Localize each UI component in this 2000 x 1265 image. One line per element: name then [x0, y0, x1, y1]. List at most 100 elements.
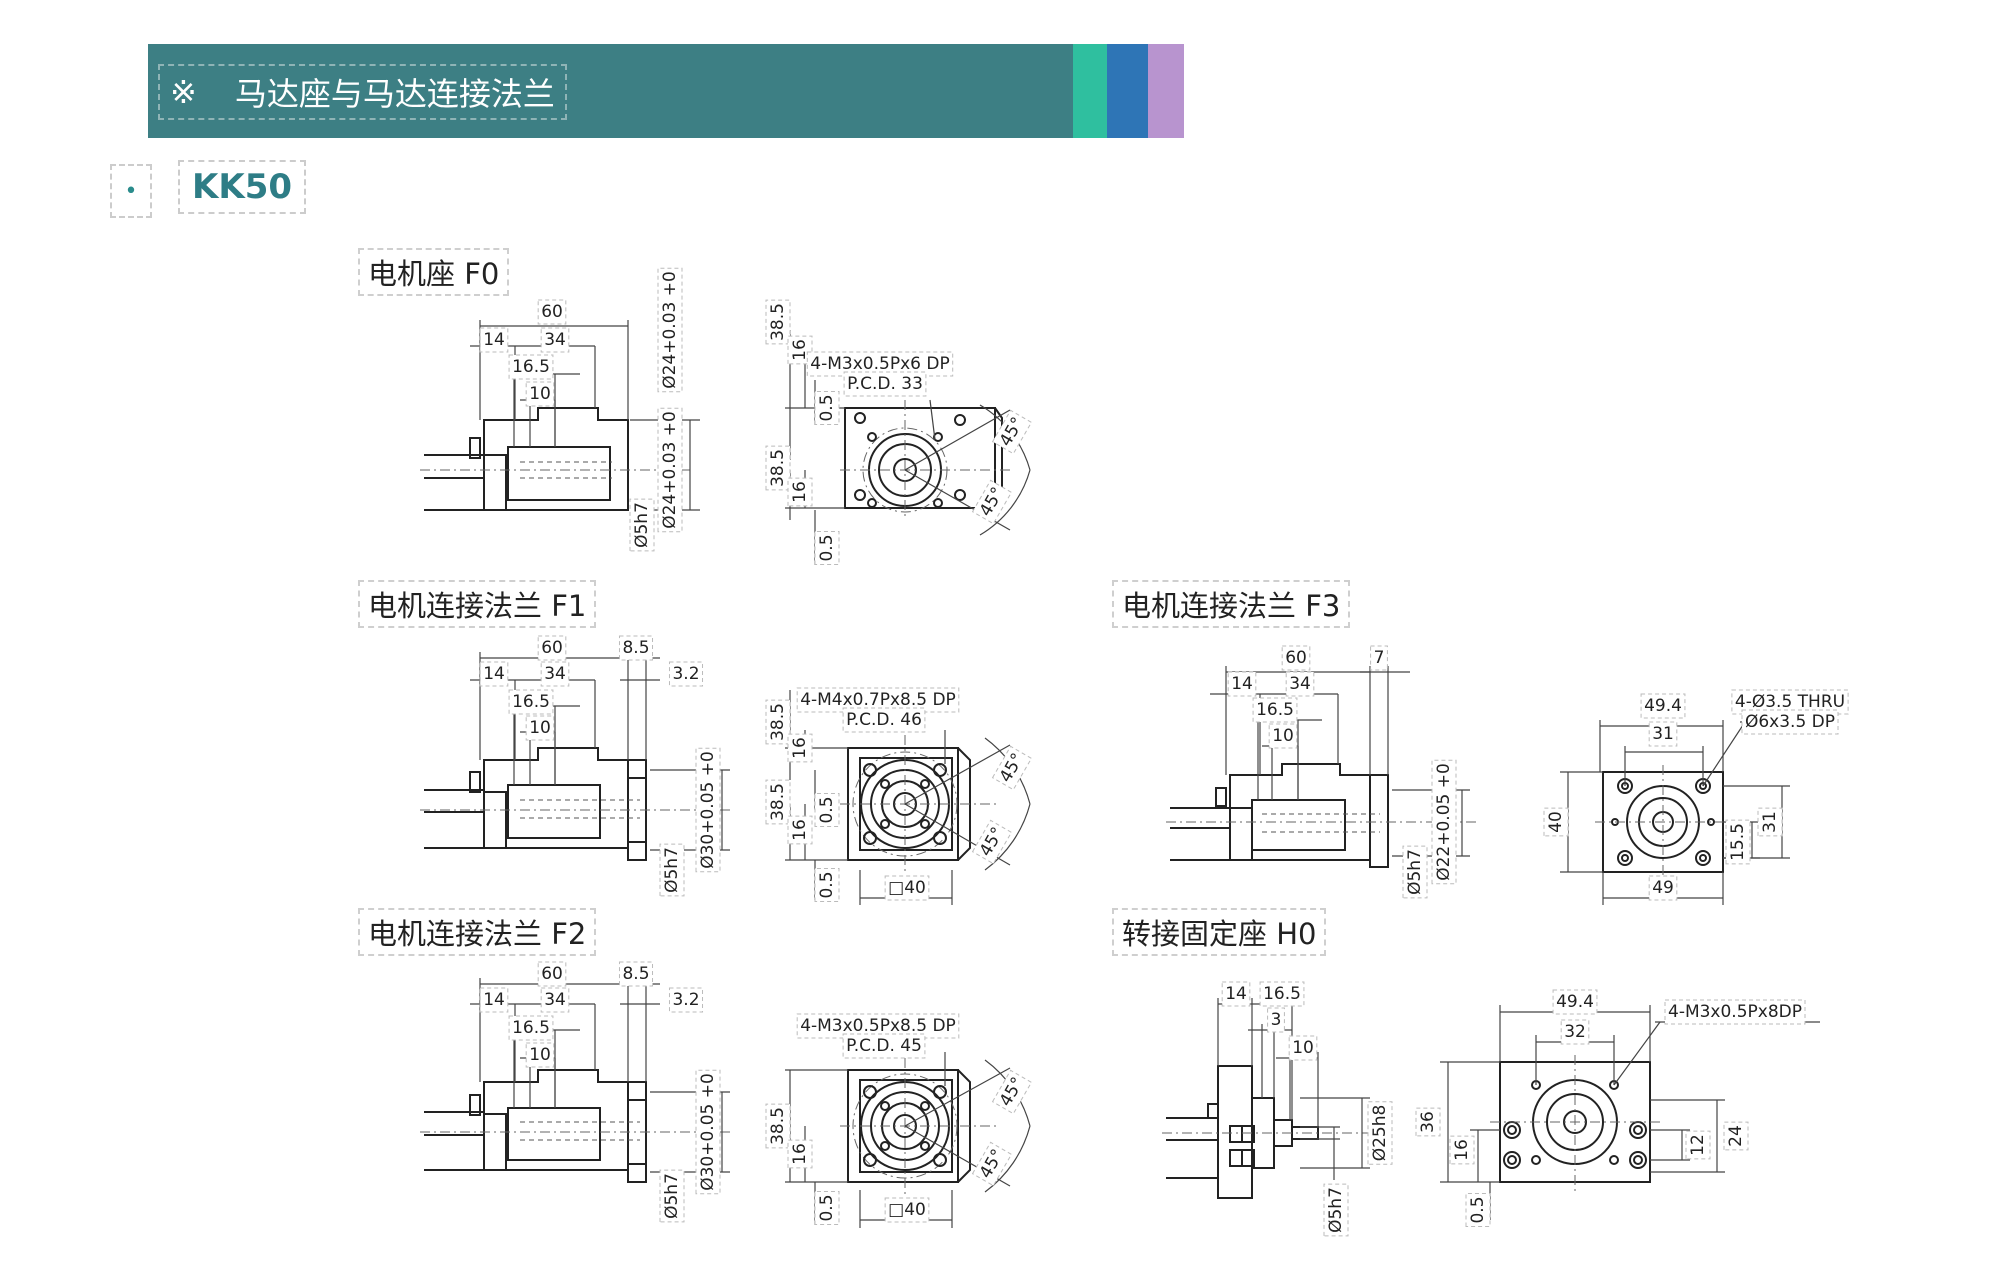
dimension-label: 0.5 [815, 531, 839, 564]
dimension-text: P.C.D. 45 [846, 1036, 922, 1056]
dimension-label: 38.5 [766, 1104, 790, 1148]
dimension-text: 14 [483, 664, 505, 684]
dimension-text: 16 [790, 1143, 810, 1165]
dimension-label: Ø5h7 [660, 844, 684, 896]
dimension-box [844, 372, 926, 396]
h0-front-view [1440, 1005, 1820, 1220]
dimension-text: 15.5 [1728, 823, 1748, 861]
dimension-box [973, 820, 1012, 863]
dimension-label: 3.2 [669, 662, 702, 686]
dimension-text: 0.5 [817, 871, 837, 898]
dimension-box [509, 355, 553, 379]
dimension-box [885, 1198, 929, 1222]
dimension-box [619, 636, 652, 660]
dimension-label: 16 [1450, 1136, 1474, 1164]
banner-title: 马达座与马达连接法兰 [234, 75, 555, 113]
dimension-text: Ø30+0.05 +0 [698, 1073, 718, 1191]
dimension-text: 40 [1546, 811, 1566, 833]
dimension-label: 4-M3x0.5Px6 DP [807, 352, 952, 376]
dimension-box [538, 962, 566, 986]
dimension-label: 38.5 [766, 300, 790, 344]
dimension-label: 10 [526, 1043, 554, 1067]
dimension-box [541, 988, 569, 1012]
dimension-label: 38.5 [766, 780, 790, 824]
dimension-label: 60 [538, 636, 566, 660]
dimension-text: 34 [544, 990, 566, 1010]
dimension-label: 16 [788, 478, 812, 506]
dimension-text: 24 [1726, 1125, 1746, 1147]
dimension-label: 16.5 [1253, 698, 1297, 722]
dimension-text: 16 [1452, 1139, 1472, 1161]
dimension-label: 36 [1416, 1108, 1440, 1136]
dimension-box [1726, 820, 1750, 864]
dimension-label: Ø5h7 [630, 499, 654, 551]
dimension-label: 38.5 [766, 446, 790, 490]
dimension-box [993, 410, 1032, 453]
dimension-box [696, 1070, 720, 1194]
dimension-label: 16 [788, 816, 812, 844]
dimension-label: 60 [1282, 646, 1310, 670]
dimension-label: 16.5 [509, 355, 553, 379]
dimension-box [766, 446, 790, 490]
dimension-box [1253, 698, 1297, 722]
dimension-label: 15.5 [1726, 820, 1750, 864]
dimension-text: 10 [529, 384, 551, 404]
dimension-box [1268, 1008, 1285, 1032]
dimension-label: Ø22+0.05 +0 [1432, 760, 1456, 884]
dimension-text: □40 [888, 1200, 926, 1220]
dimension-text: 34 [544, 664, 566, 684]
dimension-label: 16 [788, 1140, 812, 1168]
accent-band-green [1073, 44, 1107, 138]
dimension-label: 16 [788, 336, 812, 364]
dimension-box [669, 988, 702, 1012]
dimension-text: 4-M4x0.7Px8.5 DP [800, 690, 956, 710]
dimension-label: 49 [1649, 876, 1677, 900]
dimension-box [843, 708, 925, 732]
dimension-box [480, 988, 508, 1012]
dimension-label: 31 [1758, 808, 1782, 836]
dimension-text: 60 [1285, 648, 1307, 668]
dimension-text: 14 [1225, 984, 1247, 1004]
dimension-label: 34 [541, 662, 569, 686]
dimension-box [1289, 1036, 1317, 1060]
dimension-box [509, 690, 553, 714]
dimension-text: 38.5 [768, 783, 788, 821]
dimension-text: 32 [1564, 1022, 1586, 1042]
dimension-box [1450, 1136, 1474, 1164]
dimension-box [526, 382, 554, 406]
section-title-f3: 电机连接法兰 F3 [1112, 580, 1351, 628]
dimension-text: P.C.D. 46 [846, 710, 922, 730]
dimension-box [885, 876, 929, 900]
dimension-text: Ø5h7 [1326, 1187, 1346, 1233]
dimension-label: 0.5 [815, 868, 839, 901]
reference-mark: ※ [170, 73, 197, 111]
dimension-text: 0.5 [1468, 1196, 1488, 1223]
dimension-text: 3 [1271, 1010, 1282, 1030]
dimension-text: 16.5 [1263, 984, 1301, 1004]
dimension-text: 49.4 [1644, 696, 1682, 716]
dimension-box [1286, 672, 1314, 696]
dimension-label: P.C.D. 33 [844, 372, 926, 396]
dimension-text: 0.5 [817, 394, 837, 421]
dimension-box [1403, 846, 1427, 898]
dimension-box [815, 868, 839, 901]
dimension-box [1368, 1102, 1392, 1165]
dimension-label: 45° [993, 746, 1032, 789]
dimension-text: Ø5h7 [632, 502, 652, 548]
dimension-box [1561, 1020, 1589, 1044]
dimension-text: Ø24+0.03 +0 [660, 271, 680, 389]
section-title-f1: 电机连接法兰 F1 [358, 580, 597, 628]
dimension-label: Ø24+0.03 +0 [658, 268, 682, 392]
dimension-label: 14 [1222, 982, 1250, 1006]
dimension-box [1416, 1108, 1440, 1136]
dimension-label: 12 [1686, 1131, 1710, 1159]
dimension-box [1269, 724, 1297, 748]
dimension-label: Ø5h7 [1324, 1184, 1348, 1236]
dimension-label: 0.5 [815, 391, 839, 424]
dimension-box [696, 748, 720, 872]
dimension-label: P.C.D. 46 [843, 708, 925, 732]
dimension-label: 49.4 [1553, 990, 1597, 1014]
dimension-text: 34 [544, 330, 566, 350]
dimension-text: 0.5 [817, 796, 837, 823]
model-label: KK50 [178, 160, 307, 214]
